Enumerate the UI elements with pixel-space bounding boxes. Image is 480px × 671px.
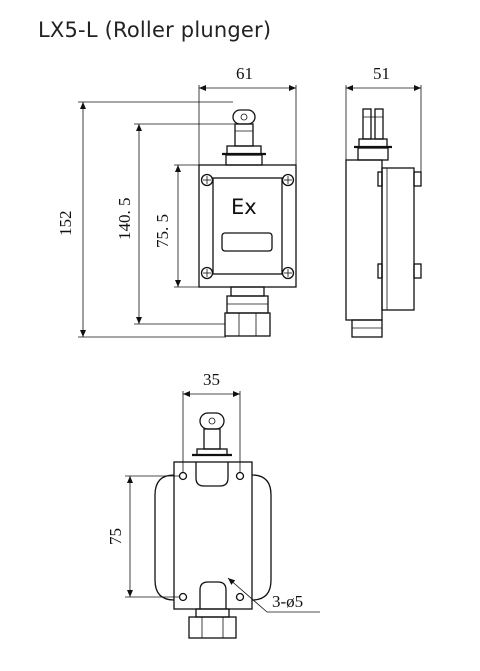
side-cover <box>381 167 415 311</box>
page-title: LX5-L (Roller plunger) <box>38 18 272 42</box>
plunger <box>234 123 254 147</box>
screw-icon <box>200 173 214 187</box>
mounting-hole <box>235 592 245 602</box>
side-view: 51 <box>345 64 422 338</box>
dim-height-152: 152 <box>56 211 75 237</box>
screw-icon <box>200 266 214 280</box>
holes-label: 3-ø5 <box>272 592 303 611</box>
side-body <box>345 159 383 321</box>
dim-height-75: 75 <box>106 528 125 545</box>
mounting-hole <box>178 471 188 481</box>
screw-icon <box>281 173 295 187</box>
mounting-hole <box>178 592 188 602</box>
screw-icon <box>281 266 295 280</box>
dim-height-75-5: 75. 5 <box>153 214 172 248</box>
dim-width-51: 51 <box>373 64 390 83</box>
ex-marking: Ex <box>231 195 257 219</box>
base-plate <box>173 461 253 610</box>
cable-gland <box>226 295 269 314</box>
mounting-hole <box>235 471 245 481</box>
dim-height-140-5: 140. 5 <box>115 198 134 241</box>
roller <box>232 109 256 125</box>
dim-width-35: 35 <box>203 370 220 389</box>
dim-width-61: 61 <box>236 64 253 83</box>
label-plate <box>221 232 273 252</box>
bottom-view: 35 75 3-ø5 <box>106 370 320 639</box>
front-view: Ex 61 152 140. 5 75. 5 <box>56 64 297 338</box>
